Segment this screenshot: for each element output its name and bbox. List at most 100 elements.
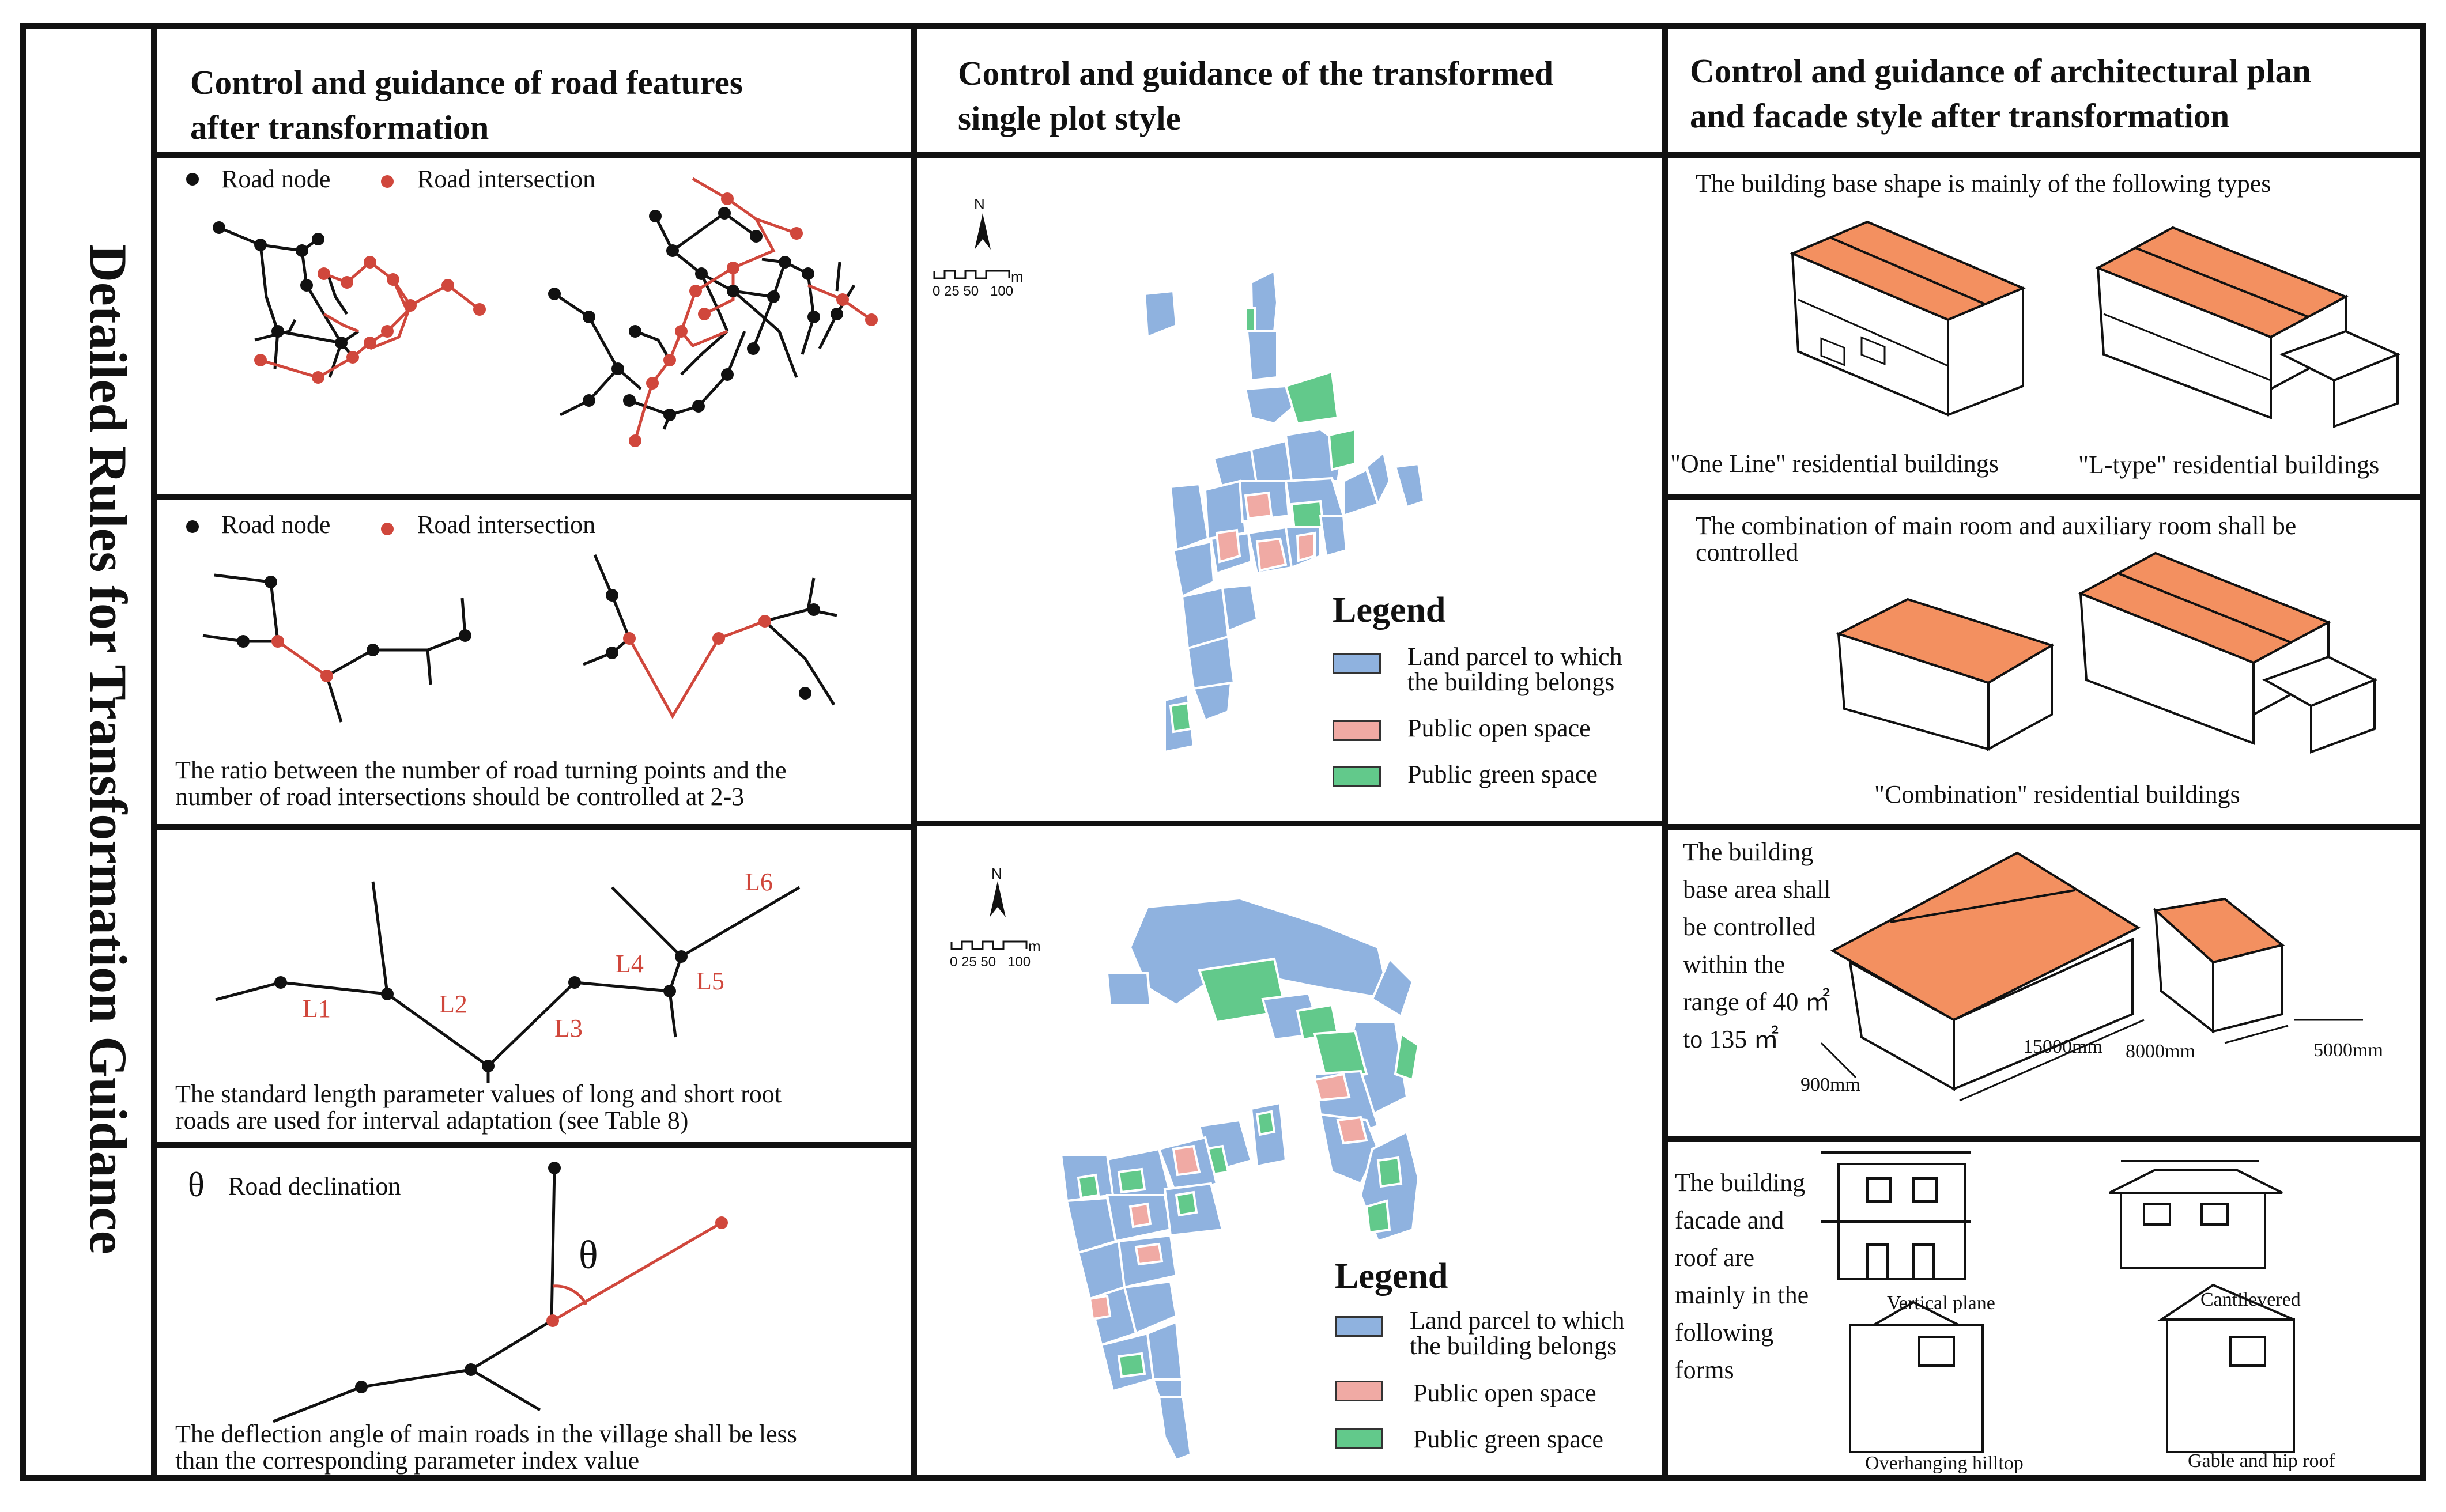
plots-column-title: Control and guidance of the transformed … (958, 51, 1655, 141)
roads-title-line2: after transformation (190, 108, 489, 146)
map1-scale-label: 0 25 50 100 (933, 284, 1014, 299)
map2-north-label: N (991, 865, 1002, 882)
a2-label: "Combination" residential buildings (1874, 780, 2240, 808)
map1-legend-swatch-parcel (1333, 653, 1381, 674)
map2-legend-swatch-parcel (1335, 1316, 1383, 1337)
map1-legend-swatch-green (1333, 766, 1381, 787)
map2-legend-open: Public open space (1413, 1379, 1596, 1407)
p4-caption-line2: than the corresponding parameter index v… (175, 1446, 640, 1475)
divider-arch-2 (1662, 824, 2426, 830)
label-L4: L4 (616, 950, 644, 978)
road-declination-panel-4 (273, 1162, 728, 1423)
map1-legend-parcel-line1: Land parcel to which (1407, 642, 1622, 671)
a1-label-l-type: "L-type" residential buildings (2078, 451, 2380, 479)
p1-legend-node: Road node (221, 165, 331, 193)
a1-intro: The building base shape is mainly of the… (1696, 169, 2271, 198)
a4-line2: facade and (1675, 1206, 1784, 1234)
divider-col2 (1662, 23, 1668, 1481)
p2-caption: The ratio between the number of road tur… (175, 757, 901, 810)
form-overhanging-hilltop: Overhanging hilltop (1865, 1453, 2024, 1474)
divider-road-2 (151, 824, 917, 830)
plots-title-line1: Control and guidance of the transformed (958, 54, 1554, 92)
label-L2: L2 (439, 990, 467, 1018)
a3-line2: base area shall (1683, 875, 1831, 904)
map2-legend-swatch-green (1335, 1428, 1383, 1449)
form-gable-hip-roof: Gable and hip roof (2188, 1450, 2335, 1472)
a3-line5: range of 40 ㎡ (1683, 988, 1830, 1016)
divider-sidebar (151, 23, 157, 1481)
map2-legend-parcel-line2: the building belongs (1410, 1332, 1617, 1360)
outer-frame (20, 23, 2426, 1481)
a3-line3: be controlled (1683, 913, 1816, 941)
a3-line4: within the (1683, 950, 1786, 978)
p1-legend-intersection: Road intersection (417, 165, 596, 193)
a2-intro: The combination of main room and auxilia… (1696, 513, 2416, 566)
form-vertical-plane: Vertical plane (1887, 1292, 1995, 1314)
dim-15000: 15000mm (2023, 1036, 2102, 1057)
p2-legend-intersection: Road intersection (417, 511, 596, 539)
sidebar-title: Detailed Rules for Transformation Guidan… (79, 244, 138, 1254)
divider-arch-3 (1662, 1136, 2426, 1142)
map1-legend-swatch-open (1333, 720, 1381, 741)
parcel-map-1 (933, 213, 1426, 754)
map2-legend-parcel: Land parcel to which the building belong… (1410, 1308, 1625, 1359)
a4-line1: The building (1675, 1169, 1806, 1197)
p3-caption-line2: roads are used for interval adaptation (… (175, 1106, 689, 1135)
road-network-panel-2 (186, 520, 837, 723)
a3-text: The building base area shall be controll… (1683, 833, 1831, 1058)
one-line-building (1789, 220, 2026, 417)
label-L5: L5 (696, 967, 724, 995)
a4-text: The building facade and roof are mainly … (1675, 1164, 1809, 1389)
label-L6: L6 (745, 868, 773, 896)
scale-bar-2 (950, 940, 1028, 950)
road-network-panel-1 (186, 173, 878, 447)
dim-5000: 5000mm (2313, 1040, 2383, 1061)
divider-arch-1 (1662, 494, 2426, 500)
map2-scale-unit: m (1028, 938, 1041, 955)
p4-caption: The deflection angle of main roads in th… (175, 1421, 901, 1474)
label-L1: L1 (303, 995, 331, 1023)
p3-caption-line1: The standard length parameter values of … (175, 1080, 782, 1108)
divider-header (151, 152, 2426, 158)
theta-symbol: θ (188, 1166, 205, 1204)
dim-8000: 8000mm (2126, 1041, 2195, 1062)
a4-line5: following (1675, 1318, 1774, 1347)
a3-line6: to 135 ㎡ (1683, 1025, 1779, 1053)
plots-title-line2: single plot style (958, 99, 1181, 137)
l-type-building (2095, 226, 2401, 428)
road-length-panel-3 (215, 881, 801, 1083)
a4-line4: mainly in the (1675, 1281, 1809, 1309)
combination-building (1835, 551, 2377, 754)
a4-line6: forms (1675, 1356, 1734, 1384)
p2-legend-node: Road node (221, 511, 331, 539)
map1-scale-unit: m (1011, 268, 1024, 285)
a2-intro-line1: The combination of main room and auxilia… (1696, 512, 2297, 540)
map1-legend-parcel: Land parcel to which the building belong… (1407, 644, 1622, 695)
divider-col1 (911, 23, 917, 1481)
map1-legend-parcel-line2: the building belongs (1407, 668, 1615, 696)
a3-line1: The building (1683, 838, 1814, 866)
p2-caption-line1: The ratio between the number of road tur… (175, 756, 787, 784)
north-arrow (975, 213, 991, 250)
divider-map (911, 821, 1668, 826)
dimension-buildings (1820, 851, 2363, 1102)
scale-bar (933, 270, 1010, 279)
a1-label-one-line: "One Line" residential buildings (1670, 449, 1999, 478)
map2-scale-label: 0 25 50 100 (950, 954, 1031, 970)
a2-intro-line2: controlled (1696, 538, 1799, 566)
parcel-map-2 (950, 881, 1420, 1462)
angle-label: θ (579, 1233, 598, 1277)
p2-caption-line2: number of road intersections should be c… (175, 783, 745, 811)
label-L3: L3 (554, 1014, 583, 1042)
map2-legend-title: Legend (1335, 1257, 1448, 1296)
map2-legend-parcel-line1: Land parcel to which (1410, 1306, 1625, 1335)
map1-legend-open: Public open space (1407, 714, 1591, 742)
p4-legend: Road declination (228, 1172, 401, 1200)
facade-forms (1821, 1151, 2295, 1453)
map1-legend-green: Public green space (1407, 760, 1598, 788)
arch-title-line1: Control and guidance of architectural pl… (1690, 52, 2311, 90)
arch-title-line2: and facade style after transformation (1690, 97, 2230, 135)
map1-legend-title: Legend (1333, 591, 1446, 630)
north-arrow-2 (990, 881, 1006, 917)
